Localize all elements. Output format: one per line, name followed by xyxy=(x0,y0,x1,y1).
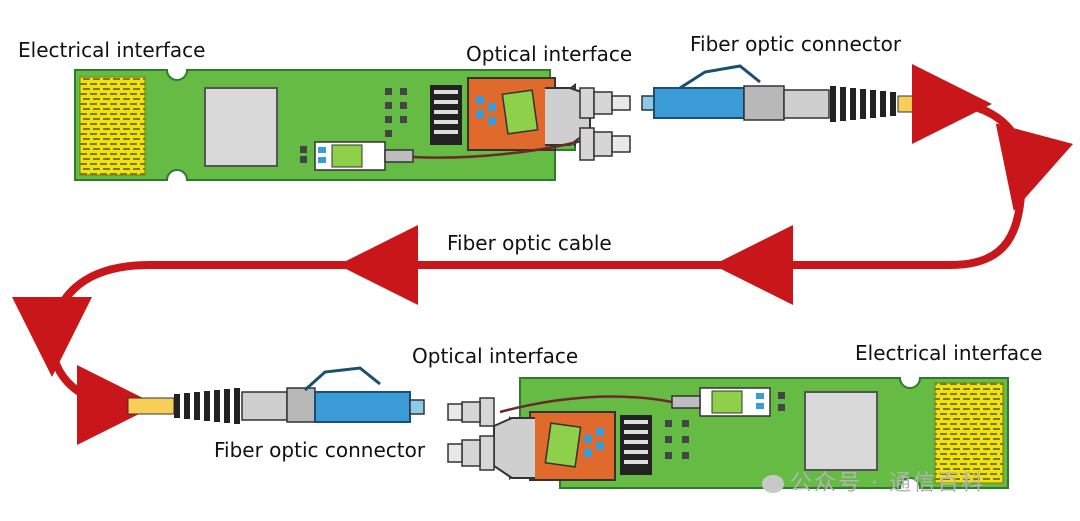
bottom-internal-fiber xyxy=(499,395,673,414)
top-optical-subassembly xyxy=(467,77,591,151)
label-fiber-optic-cable: Fiber optic cable xyxy=(447,231,612,255)
fiber-cable-path xyxy=(12,64,1073,445)
label-electrical-interface-bottom: Electrical interface xyxy=(855,341,1043,365)
label-fiber-optic-connector-top: Fiber optic connector xyxy=(690,32,902,56)
top-receptacle-lc xyxy=(579,87,631,161)
bottom-pin-array xyxy=(620,415,652,475)
top-edge-connector-pads xyxy=(79,76,146,176)
top-smd-components xyxy=(300,88,407,163)
bottom-receptacle-lc xyxy=(447,397,495,471)
bottom-smd-components xyxy=(665,392,785,459)
bottom-chip xyxy=(804,391,878,471)
bottom-edge-connector-pads xyxy=(934,382,1004,484)
bottom-optical-subassembly xyxy=(493,411,616,481)
top-chip xyxy=(204,87,278,167)
top-pin-array xyxy=(430,85,462,145)
top-tosa-laser xyxy=(314,141,414,171)
top-internal-fiber xyxy=(412,138,586,159)
top-transceiver xyxy=(74,69,631,181)
wechat-icon xyxy=(762,475,784,493)
watermark: 公众号 · 通信百科 xyxy=(762,465,985,497)
top-fiber-connector xyxy=(641,64,937,122)
label-electrical-interface-top: Electrical interface xyxy=(18,38,206,62)
bottom-tosa-laser xyxy=(671,387,771,417)
bottom-fiber-connector xyxy=(127,366,425,424)
label-optical-interface-bottom: Optical interface xyxy=(412,344,579,368)
watermark-text: 公众号 · 通信百科 xyxy=(790,471,985,496)
bottom-transceiver xyxy=(447,377,1009,489)
label-fiber-optic-connector-bottom: Fiber optic connector xyxy=(214,438,426,462)
label-optical-interface-top: Optical interface xyxy=(466,42,633,66)
